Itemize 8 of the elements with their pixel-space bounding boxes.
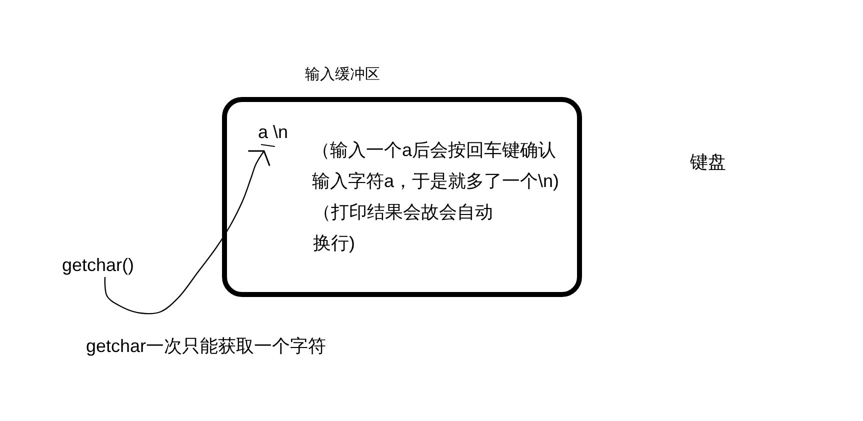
code-text: a \n: [258, 122, 288, 150]
box-heading: 输入缓冲区: [305, 65, 380, 85]
code-label: getchar(): [62, 254, 134, 276]
caption-text: getchar一次只能获取一个字符: [86, 335, 326, 357]
keyboard-label: 键盘: [690, 151, 726, 173]
curved-arrow: [104, 150, 270, 314]
note-text: （输入一个a后会按回车键确认输入字符a，于是就多了一个\n): [312, 138, 560, 193]
note-text: （打印结果会故会自动换行): [313, 200, 494, 255]
